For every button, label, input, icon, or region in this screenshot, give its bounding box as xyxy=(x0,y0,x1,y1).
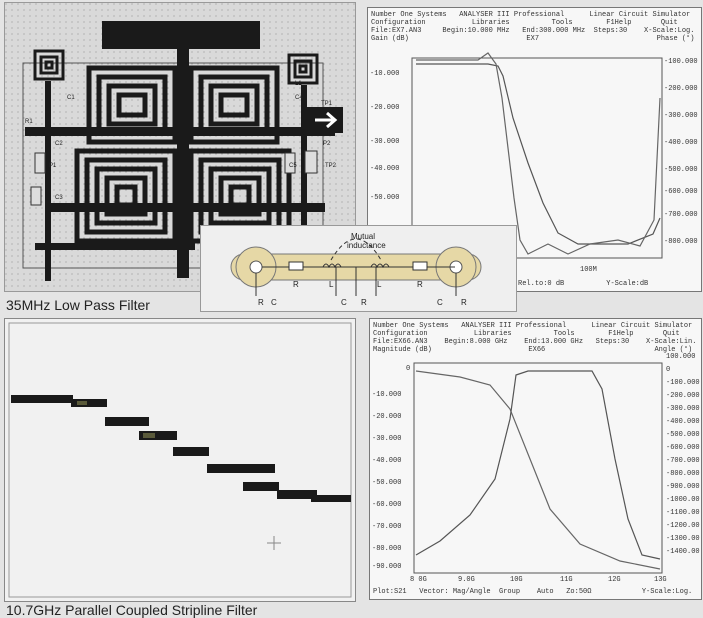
magnitude-angle-curves xyxy=(413,362,663,574)
x-tick-label: 8 0G xyxy=(410,576,427,584)
y-tick-right: -200.000 xyxy=(666,392,700,400)
pcb-label-p1: P1 xyxy=(49,163,57,169)
y-tick-left: -30.000 xyxy=(370,138,400,146)
x-tick-label: 9.0G xyxy=(458,576,475,584)
pcb-label-tp1: TP1 xyxy=(321,101,333,107)
y-tick-right: -200.000 xyxy=(664,85,698,93)
inset-title-line-2: inductance xyxy=(347,241,386,250)
plot-header-line-2: Configuration Libraries Tools F1Help Qui… xyxy=(373,330,680,338)
y-tick-right: -1100.00 xyxy=(666,509,700,517)
plot-header-line-1: Number One Systems ANALYSER III Professi… xyxy=(371,11,691,19)
y-tick-left: -30.000 xyxy=(372,435,402,443)
plot-header-line-2: Configuration Libraries Tools F1Help Qui… xyxy=(371,19,678,27)
inset-label: R xyxy=(461,298,467,307)
magnitude-angle-plot: Number One Systems ANALYSER III Professi… xyxy=(369,318,702,600)
y-tick-left: -50.000 xyxy=(372,479,402,487)
y-tick-right: 0 xyxy=(666,366,671,374)
y-tick-left: -20.000 xyxy=(372,413,402,421)
inset-label: L xyxy=(329,280,334,289)
inset-label: L xyxy=(377,280,382,289)
y-tick-right: -100.000 xyxy=(666,379,700,387)
y-tick-left: -70.000 xyxy=(372,523,402,531)
plot-header-line-4: Gain (dB) EX7 Phase (°) xyxy=(371,35,695,43)
inset-label: R xyxy=(293,280,299,289)
pcb-label-c1: C1 xyxy=(67,95,75,101)
pcb-label-p2: P2 xyxy=(323,141,331,147)
stripline-graphic xyxy=(8,322,352,598)
y-tick-right: -1000.00 xyxy=(666,496,700,504)
y-tick-right: -500.000 xyxy=(666,431,700,439)
y-tick-right: -100.000 xyxy=(664,58,698,66)
pcb-label-tp2: TP2 xyxy=(325,163,337,169)
stripline-layout-image xyxy=(4,318,356,602)
plot-header-line-3: File:EX7.AN3 Begin:10.000 MHz End:300.00… xyxy=(371,27,695,35)
pcb-layout-image: C1 R1 C2 C3 C4 C5 TP1 TP2 P1 P2 L1 xyxy=(4,2,356,292)
plot-footer: Plot:S21 Vector: Mag/Angle Group Auto Zo… xyxy=(373,588,693,596)
y-tick-right: -600.000 xyxy=(664,188,698,196)
gain-phase-curves xyxy=(411,52,663,259)
pcb-label-c2: C2 xyxy=(55,141,63,147)
y-tick-right: -600.000 xyxy=(666,444,700,452)
pcb-label-c3: C3 xyxy=(55,195,63,201)
y-tick-left: -80.000 xyxy=(372,545,402,553)
schematic-graphic xyxy=(230,238,482,296)
y-tick-left: -40.000 xyxy=(372,457,402,465)
inset-label: R xyxy=(258,298,264,307)
y-tick-left: -10.000 xyxy=(372,391,402,399)
pcb-label-c4: C4 xyxy=(295,95,303,101)
lowpass-caption: 35MHz Low Pass Filter xyxy=(6,297,150,313)
plot-header-line-1: Number One Systems ANALYSER III Professi… xyxy=(373,322,693,330)
y-tick-left: -60.000 xyxy=(372,501,402,509)
coupled-inductor-schematic: Mutual inductance R C R L C R L R C R xyxy=(200,225,517,312)
x-tick-label: 10G xyxy=(510,576,523,584)
plot-header-line-4: Magnitude (dB) EX66 Angle (°) xyxy=(373,346,693,354)
x-tick-label: 11G xyxy=(560,576,573,584)
y-tick-right: -300.000 xyxy=(664,112,698,120)
plot-header-line-3: File:EX66.AN3 Begin:8.000 GHz End:13.000… xyxy=(373,338,697,346)
inset-title-line-1: Mutual xyxy=(351,232,376,241)
y-tick-right: -1200.00 xyxy=(666,522,700,530)
x-tick-label: 12G xyxy=(608,576,621,584)
y-tick-right: -700.000 xyxy=(664,211,698,219)
y-tick-right: -500.000 xyxy=(664,166,698,174)
y-tick-left: -20.000 xyxy=(370,104,400,112)
y-tick-right: 100.000 xyxy=(666,353,696,361)
inset-label: R xyxy=(361,298,367,307)
y-tick-right: -400.000 xyxy=(666,418,700,426)
inset-label: C xyxy=(341,298,347,307)
y-tick-right: -400.000 xyxy=(664,139,698,147)
y-tick-right: -900.000 xyxy=(666,483,700,491)
inset-label: C xyxy=(437,298,443,307)
pcb-label-c5: C5 xyxy=(289,163,297,169)
y-tick-right: -800.000 xyxy=(664,238,698,246)
stripline-caption: 10.7GHz Parallel Coupled Stripline Filte… xyxy=(6,602,258,618)
pcb-label-r1: R1 xyxy=(25,119,33,125)
y-tick-right: -700.000 xyxy=(666,457,700,465)
y-tick-right: -800.000 xyxy=(666,470,700,478)
y-tick-right: -1300.00 xyxy=(666,535,700,543)
y-tick-left: -10.000 xyxy=(370,70,400,78)
y-tick-right: -300.000 xyxy=(666,405,700,413)
pcb-label-l1: L1 xyxy=(295,81,302,87)
y-tick-left: 0 xyxy=(406,365,411,373)
y-tick-right: -1400.00 xyxy=(666,548,700,556)
pcb-layout-graphic xyxy=(5,3,355,291)
inset-label: R xyxy=(417,280,423,289)
y-tick-left: -50.000 xyxy=(370,194,400,202)
x-tick-label: 100M xyxy=(580,266,597,274)
y-tick-left: -40.000 xyxy=(370,165,400,173)
inset-label: C xyxy=(271,298,277,307)
y-tick-left: -90.000 xyxy=(372,563,402,571)
x-tick-label: 13G xyxy=(654,576,667,584)
